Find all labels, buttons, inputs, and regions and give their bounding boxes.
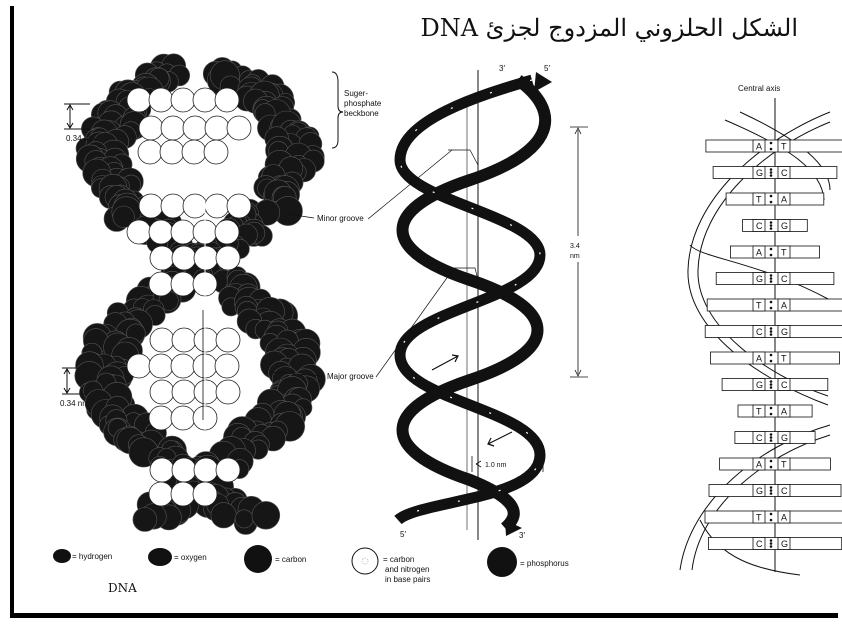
base-left: T [756, 407, 762, 417]
legend-item-hydrogen: = hydrogen [53, 549, 112, 563]
base-left: A [756, 248, 762, 258]
pitch-label-unit: nm [570, 253, 580, 260]
base-right: C [781, 274, 788, 284]
legend-carbon-label: = carbon [275, 555, 306, 564]
base-pair-atom-icon [352, 548, 378, 574]
legend-base-pair-line2: and nitrogen [385, 565, 429, 574]
base-left: A [756, 354, 762, 364]
base-left: G [756, 274, 763, 284]
base-left: C [756, 539, 763, 549]
base-right: T [781, 248, 787, 258]
base-right: T [781, 142, 787, 152]
width-label: 1.0 nm [485, 462, 507, 469]
backbone-annotation: Suger- phosphate beckbone [332, 72, 382, 148]
legend-item-carbon: = carbon [244, 545, 306, 573]
central-axis-label: Central axis [738, 84, 780, 93]
carbon-atom-icon [244, 545, 272, 573]
base-right: T [781, 354, 787, 364]
base-right: C [781, 486, 788, 496]
legend-base-pair-line1: = carbon [383, 555, 414, 564]
spacing-top-label: 0.34 nm [66, 134, 95, 143]
base-left: C [756, 327, 763, 337]
backbone-label-line2: phosphate [344, 99, 382, 108]
legend-hydrogen-label: = hydrogen [72, 552, 112, 561]
base-right: A [781, 301, 787, 311]
legend-base-pair-line3: in base pairs [385, 575, 430, 584]
dna-caption: DNA [108, 581, 137, 595]
base-right: G [781, 327, 788, 337]
hydrogen-atom-icon [53, 549, 71, 563]
base-right: A [781, 513, 787, 523]
base-right: A [781, 195, 787, 205]
base-left: T [756, 301, 762, 311]
base-left: A [756, 460, 762, 470]
base-left: C [756, 433, 763, 443]
base-right: A [781, 407, 787, 417]
backbone-label-line3: beckbone [344, 109, 379, 118]
ribbon-end-bottom-left: 5′ [400, 530, 406, 539]
base-left: G [756, 486, 763, 496]
ribbon-end-top-right: 5′ [544, 64, 550, 73]
base-left: T [756, 195, 762, 205]
base-left: G [756, 168, 763, 178]
legend-item-phosphorus: = phosphorus [487, 547, 569, 577]
oxygen-atom-icon [148, 548, 172, 566]
ribbon-end-top-left: 3′ [499, 64, 505, 73]
phosphorus-atom-icon [487, 547, 517, 577]
base-left: T [756, 513, 762, 523]
ribbon-model: 3′ 5′ 5′ 3′ Minor groove Major groove 3.… [317, 64, 588, 540]
legend-item-base-pairs: = carbon and nitrogen in base pairs [352, 548, 430, 584]
base-left: A [756, 142, 762, 152]
pitch-label-value: 3.4 [570, 243, 580, 250]
base-right: G [781, 539, 788, 549]
base-left: C [756, 221, 763, 231]
base-right: T [781, 460, 787, 470]
legend-item-oxygen: = oxygen [148, 548, 207, 566]
ribbon-end-bottom-right: 3′ [519, 531, 525, 540]
base-left: G [756, 380, 763, 390]
base-right: C [781, 380, 788, 390]
major-groove-label: Major groove [327, 372, 374, 381]
base-right: G [781, 221, 788, 231]
legend-oxygen-label: = oxygen [174, 553, 207, 562]
ribbon-arrowhead-top [534, 72, 552, 92]
legend: = hydrogen = oxygen = carbon = carbon an… [53, 545, 569, 584]
base-right: G [781, 433, 788, 443]
backbone-label-line1: Suger- [344, 89, 368, 98]
base-right: C [781, 168, 788, 178]
space-filling-model [75, 54, 326, 535]
legend-phosphorus-label: = phosphorus [520, 559, 569, 568]
minor-groove-label: Minor groove [317, 214, 364, 223]
spacing-bottom-label: 0.34 nm [60, 399, 89, 408]
